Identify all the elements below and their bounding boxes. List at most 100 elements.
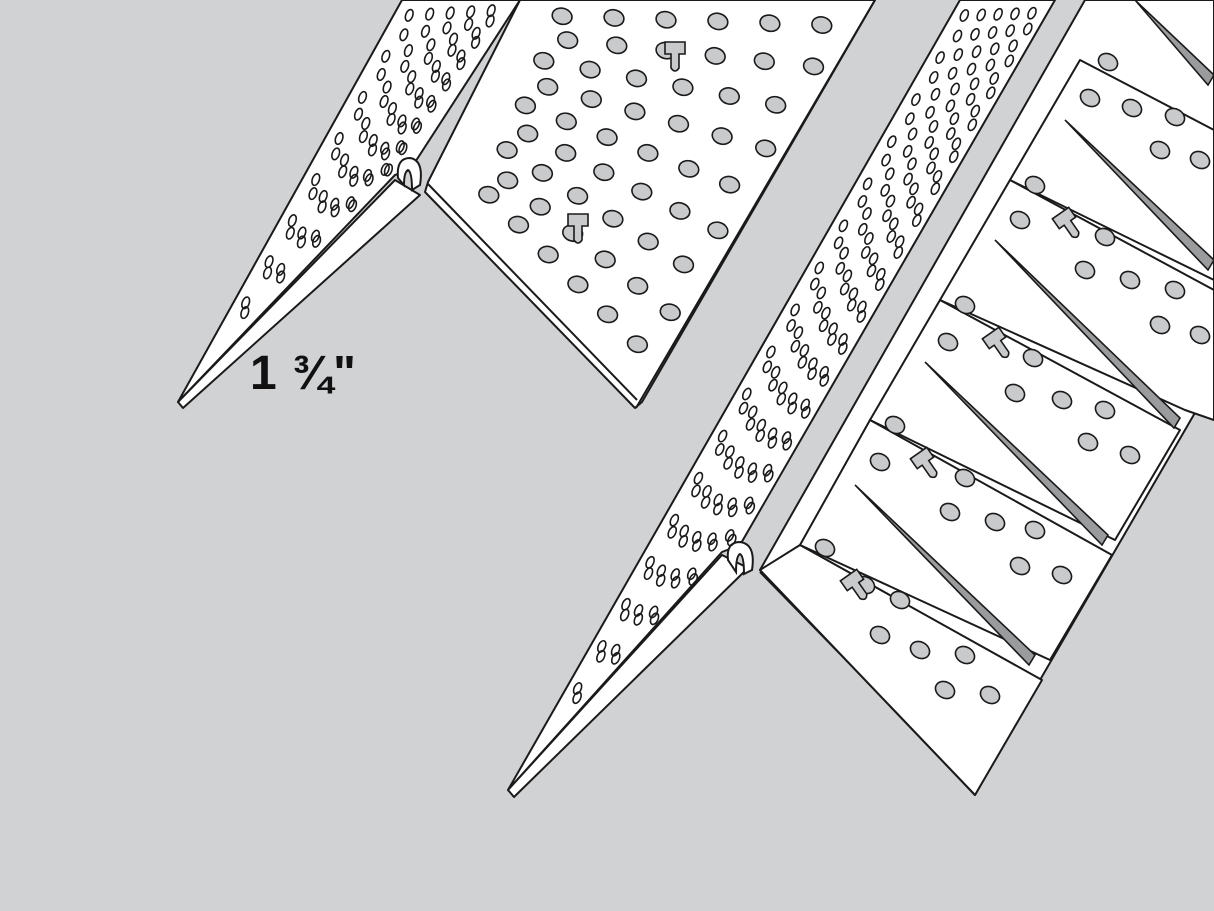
- large-inner-hole: [1027, 6, 1037, 20]
- large-inner-hole: [932, 169, 943, 183]
- large-inner-hole: [926, 161, 936, 175]
- large-inner-hole: [596, 649, 606, 663]
- small-inner-hole: [403, 44, 414, 58]
- small-corner-bead: [177, 0, 876, 409]
- large-inner-hole: [768, 378, 778, 392]
- small-inner-hole: [296, 235, 307, 249]
- small-outer-hole: [537, 77, 559, 96]
- small-outer-hole: [637, 232, 659, 251]
- large-inner-hole: [911, 93, 921, 107]
- large-inner-hole: [905, 112, 915, 126]
- small-inner-hole: [442, 21, 452, 35]
- small-inner-hole: [358, 130, 369, 144]
- large-tab-hole: [1077, 432, 1099, 452]
- large-inner-hole: [691, 484, 701, 498]
- large-inner-hole: [688, 572, 699, 586]
- large-inner-hole: [842, 269, 853, 283]
- large-inner-hole: [813, 300, 823, 314]
- small-inner-hole: [376, 67, 386, 82]
- large-inner-hole: [951, 137, 962, 151]
- large-inner-hole: [906, 195, 916, 209]
- small-inner-hole: [447, 43, 457, 57]
- large-inner-hole: [913, 202, 924, 216]
- large-inner-hole: [649, 612, 660, 626]
- small-inner-hole: [425, 7, 435, 21]
- small-outer-hole: [557, 31, 579, 50]
- large-inner-hole: [734, 465, 744, 479]
- large-tab-hole: [1119, 445, 1141, 465]
- large-inner-hole: [970, 104, 981, 118]
- large-inner-hole: [966, 62, 977, 76]
- small-inner-hole: [317, 200, 327, 214]
- large-inner-hole: [818, 319, 829, 333]
- small-outer-hole: [497, 171, 519, 190]
- large-tab-hole: [954, 645, 976, 665]
- large-tab-hole: [869, 452, 891, 472]
- small-inner-hole: [338, 165, 348, 179]
- small-inner-hole: [441, 78, 452, 92]
- large-corner-bead: [507, 0, 1214, 798]
- large-inner-hole: [793, 326, 804, 340]
- small-inner-hole: [420, 24, 431, 38]
- large-tab-hole: [814, 538, 836, 558]
- large-inner-hole: [935, 51, 945, 65]
- small-outer-hole: [707, 221, 729, 240]
- large-inner-hole: [985, 86, 996, 100]
- large-inner-hole: [762, 360, 773, 374]
- large-inner-hole: [971, 45, 982, 59]
- small-inner-hole: [381, 49, 391, 63]
- nail-slot: [664, 41, 686, 72]
- large-inner-hole: [723, 456, 733, 470]
- large-inner-hole: [967, 118, 978, 132]
- large-inner-hole: [741, 387, 752, 401]
- large-inner-hole: [884, 167, 895, 181]
- small-inner-hole: [285, 226, 295, 240]
- large-inner-hole: [929, 147, 940, 161]
- large-inner-hole: [708, 538, 718, 552]
- small-inner-hole: [353, 107, 364, 121]
- large-tab-hole: [979, 685, 1001, 705]
- large-inner-hole: [886, 230, 897, 243]
- large-inner-hole: [610, 651, 621, 665]
- large-inner-hole: [907, 157, 917, 171]
- small-flange-edge: [635, 0, 876, 409]
- large-inner-hole: [969, 77, 980, 91]
- large-inner-hole: [952, 29, 963, 43]
- small-inner-hole: [400, 59, 410, 73]
- small-outer-hole: [567, 275, 589, 294]
- mesh-tab: [759, 544, 1043, 796]
- tab-slit: [994, 239, 1182, 430]
- small-inner-hole: [463, 17, 474, 31]
- large-inner-hole: [846, 298, 857, 312]
- large-tab-hole: [1189, 325, 1211, 345]
- small-outer-hole: [551, 7, 573, 26]
- small-outer-hole: [517, 124, 539, 143]
- small-inner-hole: [383, 163, 394, 177]
- large-tab-hole: [954, 295, 976, 315]
- large-inner-hole: [725, 445, 735, 459]
- large-inner-hole: [924, 135, 935, 149]
- large-inner-hole: [745, 501, 756, 515]
- small-outer-hole: [707, 12, 729, 31]
- small-inner-hole: [414, 95, 424, 109]
- large-inner-hole: [809, 277, 820, 291]
- small-outer-hole: [555, 112, 577, 131]
- large-inner-hole: [893, 246, 904, 259]
- large-inner-hole: [655, 573, 666, 587]
- small-outer-hole: [704, 46, 726, 65]
- small-outer-hole: [529, 197, 551, 216]
- small-outer-hole: [596, 128, 618, 147]
- small-inner-hole: [412, 120, 423, 134]
- large-inner-hole: [777, 381, 788, 395]
- large-inner-hole: [950, 82, 960, 96]
- large-inner-hole: [885, 194, 896, 208]
- small-inner-hole: [334, 131, 344, 146]
- large-tab-hole: [1119, 270, 1141, 290]
- small-outer-hole: [580, 90, 602, 109]
- large-inner-hole: [1004, 54, 1015, 68]
- small-inner-hole: [361, 116, 371, 131]
- large-tab-hole: [984, 512, 1006, 532]
- large-inner-hole: [814, 261, 825, 275]
- large-inner-hole: [619, 608, 630, 622]
